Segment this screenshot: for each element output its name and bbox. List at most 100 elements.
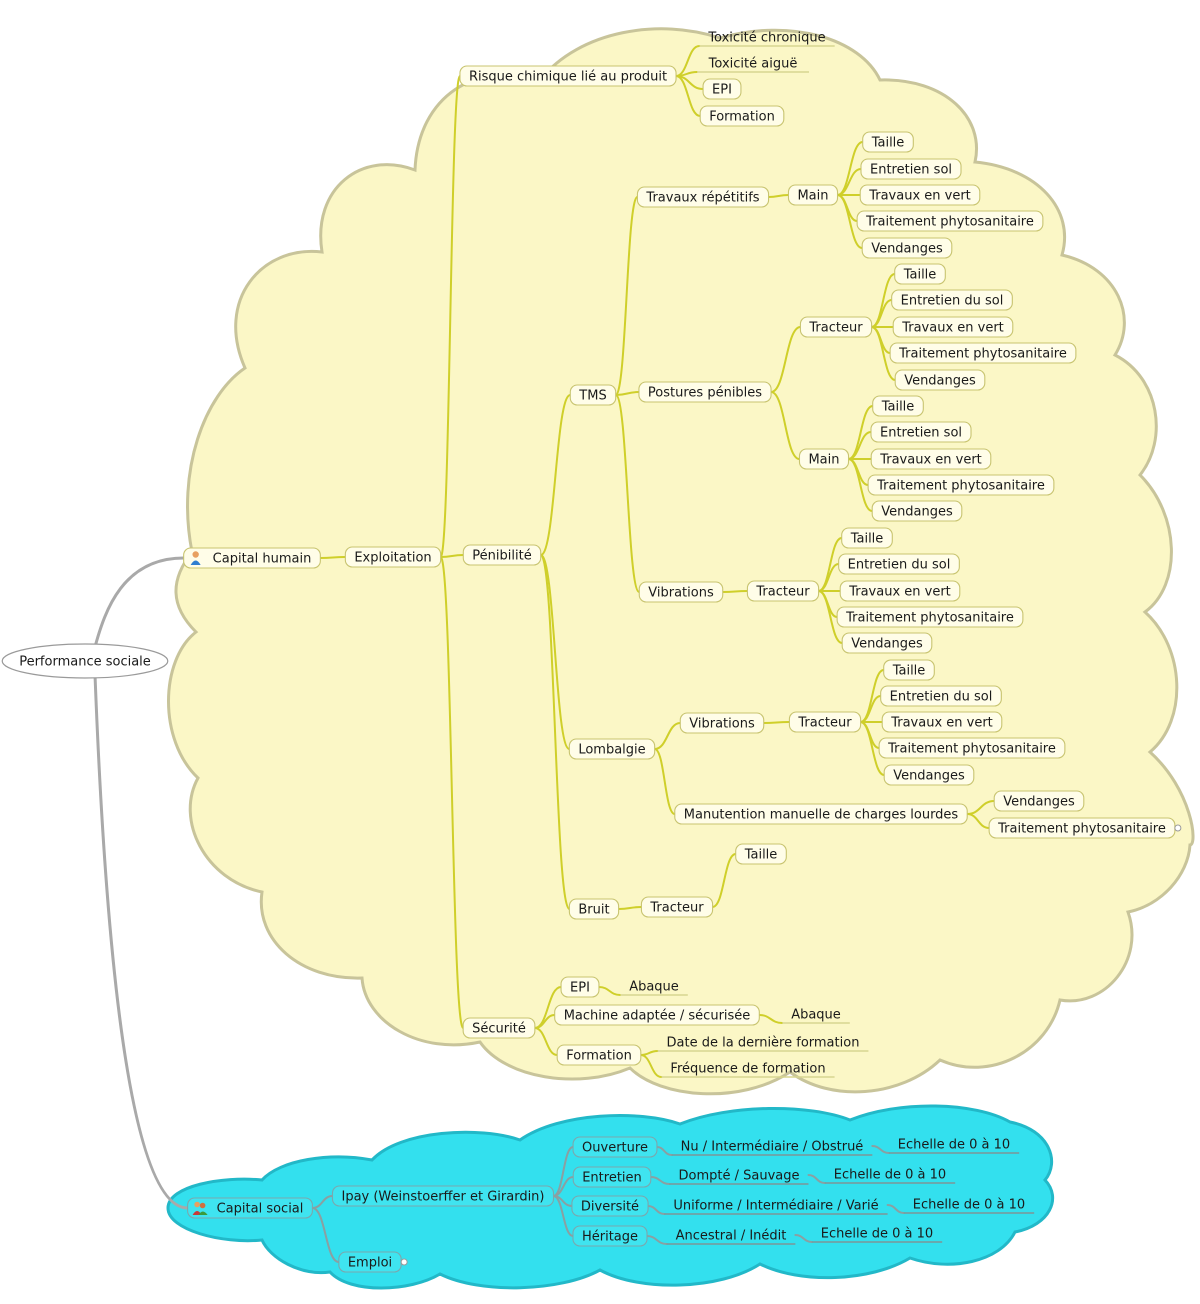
node-label: Taille <box>881 400 915 415</box>
node-epi[interactable]: EPI <box>702 78 742 100</box>
expand-toggle[interactable] <box>400 1258 408 1266</box>
node-travaux-repetitifs[interactable]: Travaux répétitifs <box>636 186 770 208</box>
node-traitement-phytosanitaire[interactable]: Traitement phytosanitaire <box>836 606 1024 628</box>
node-capital-social[interactable]: Capital social <box>187 1197 313 1219</box>
node-toxicite-aigue[interactable]: Toxicité aiguë <box>697 57 809 73</box>
node-diversite[interactable]: Diversité <box>571 1195 649 1217</box>
node-vendanges[interactable]: Vendanges <box>894 369 986 391</box>
node-box <box>331 1185 555 1207</box>
node-traitement-phytosanitaire[interactable]: Traitement phytosanitaire <box>988 817 1182 839</box>
node-label: Entretien du sol <box>901 294 1004 309</box>
node-bruit[interactable]: Bruit <box>568 898 620 920</box>
node-traitement-phytosanitaire[interactable]: Traitement phytosanitaire <box>878 737 1066 759</box>
node-entretien-du-sol[interactable]: Entretien du sol <box>838 553 960 575</box>
node-manutention-manuelle-de-charges-lourdes[interactable]: Manutention manuelle de charges lourdes <box>674 803 968 825</box>
node-traitement-phytosanitaire[interactable]: Traitement phytosanitaire <box>856 210 1044 232</box>
node-echelle-de-0-a-10[interactable]: Echelle de 0 à 10 <box>903 1198 1035 1214</box>
node-entretien-sol[interactable]: Entretien sol <box>870 421 972 443</box>
node-date-de-la-derniere-formation[interactable]: Date de la dernière formation <box>657 1036 869 1052</box>
node-taille[interactable]: Taille <box>872 395 924 417</box>
node-vendanges[interactable]: Vendanges <box>861 237 953 259</box>
branch-line <box>966 813 991 829</box>
branch-line <box>758 1014 784 1024</box>
node-taille[interactable]: Taille <box>735 843 787 865</box>
node-travaux-en-vert[interactable]: Travaux en vert <box>881 711 1003 733</box>
person-icon <box>190 551 201 565</box>
branch-line <box>614 196 639 396</box>
node-abaque[interactable]: Abaque <box>782 1008 850 1024</box>
node-label: Traitement phytosanitaire <box>898 347 1067 362</box>
node-box <box>838 553 960 575</box>
node-main[interactable]: Main <box>798 448 850 470</box>
node-tracteur[interactable]: Tracteur <box>746 580 820 602</box>
node-machine-adaptee-securisee[interactable]: Machine adaptée / sécurisée <box>554 1004 760 1026</box>
node-tracteur[interactable]: Tracteur <box>799 316 873 338</box>
node-tracteur[interactable]: Tracteur <box>640 896 714 918</box>
node-exploitation[interactable]: Exploitation <box>344 546 442 568</box>
expand-toggle[interactable] <box>1174 824 1182 832</box>
node-tms[interactable]: TMS <box>569 384 617 406</box>
node-frequence-de-formation[interactable]: Fréquence de formation <box>661 1062 835 1078</box>
node-ouverture[interactable]: Ouverture <box>572 1136 658 1158</box>
node-formation[interactable]: Formation <box>556 1044 642 1066</box>
node-entretien-sol[interactable]: Entretien sol <box>860 158 962 180</box>
node-echelle-de-0-a-10[interactable]: Echelle de 0 à 10 <box>824 1168 956 1184</box>
node-travaux-en-vert[interactable]: Travaux en vert <box>892 316 1014 338</box>
node-entretien[interactable]: Entretien <box>572 1166 652 1188</box>
node-echelle-de-0-a-10[interactable]: Echelle de 0 à 10 <box>888 1138 1020 1154</box>
node-label: Ancestral / Inédit <box>676 1229 787 1244</box>
node-ipay-weinstoerffer-et-girardin[interactable]: Ipay (Weinstoerffer et Girardin) <box>331 1185 555 1207</box>
node-main[interactable]: Main <box>787 184 839 206</box>
node-box <box>702 78 742 100</box>
node-abaque[interactable]: Abaque <box>620 980 688 996</box>
node-taille[interactable]: Taille <box>883 659 935 681</box>
node-capital-humain[interactable]: Capital humain <box>183 547 321 569</box>
node-tracteur[interactable]: Tracteur <box>788 711 862 733</box>
node-penibilite[interactable]: Pénibilité <box>462 544 542 566</box>
node-travaux-en-vert[interactable]: Travaux en vert <box>870 448 992 470</box>
branch-line <box>675 75 702 117</box>
node-label: Uniforme / Intermédiaire / Varié <box>673 1199 878 1214</box>
branch-line <box>319 556 347 559</box>
node-box <box>568 738 656 760</box>
node-epi[interactable]: EPI <box>560 976 600 998</box>
node-vibrations[interactable]: Vibrations <box>679 712 765 734</box>
node-nu-intermediaire-obstrue[interactable]: Nu / Intermédiaire / Obstrué <box>671 1140 873 1156</box>
node-lombalgie[interactable]: Lombalgie <box>568 738 656 760</box>
node-label: Travaux en vert <box>901 321 1004 336</box>
node-entretien-du-sol[interactable]: Entretien du sol <box>880 685 1002 707</box>
node-vendanges[interactable]: Vendanges <box>841 632 933 654</box>
node-vibrations[interactable]: Vibrations <box>638 581 724 603</box>
node-box <box>880 685 1002 707</box>
node-box <box>344 546 442 568</box>
node-vendanges[interactable]: Vendanges <box>883 764 975 786</box>
node-traitement-phytosanitaire[interactable]: Traitement phytosanitaire <box>867 474 1055 496</box>
node-postures-penibles[interactable]: Postures pénibles <box>638 381 772 403</box>
branch-line <box>770 326 802 393</box>
node-emploi[interactable]: Emploi <box>338 1251 408 1273</box>
node-echelle-de-0-a-10[interactable]: Echelle de 0 à 10 <box>811 1227 943 1243</box>
node-vendanges[interactable]: Vendanges <box>871 500 963 522</box>
node-heritage[interactable]: Héritage <box>572 1225 648 1247</box>
node-toxicite-chronique[interactable]: Toxicité chronique <box>699 31 835 47</box>
node-risque-chimique-lie-au-produit[interactable]: Risque chimique lié au produit <box>459 65 677 87</box>
node-vendanges[interactable]: Vendanges <box>993 790 1085 812</box>
node-securite[interactable]: Sécurité <box>462 1017 536 1039</box>
node-dompte-sauvage[interactable]: Dompté / Sauvage <box>669 1169 809 1185</box>
node-formation[interactable]: Formation <box>699 105 785 127</box>
node-box <box>459 65 677 87</box>
node-uniforme-intermediaire-varie[interactable]: Uniforme / Intermédiaire / Varié <box>664 1199 888 1215</box>
node-ancestral-inedit[interactable]: Ancestral / Inédit <box>666 1229 796 1245</box>
node-travaux-en-vert[interactable]: Travaux en vert <box>839 580 961 602</box>
node-traitement-phytosanitaire[interactable]: Traitement phytosanitaire <box>889 342 1077 364</box>
node-taille[interactable]: Taille <box>894 263 946 285</box>
node-entretien-du-sol[interactable]: Entretien du sol <box>891 289 1013 311</box>
node-box <box>870 421 972 443</box>
node-taille[interactable]: Taille <box>841 527 893 549</box>
node-performance-sociale[interactable]: Performance sociale <box>1 643 169 679</box>
node-label: Taille <box>850 532 884 547</box>
node-travaux-en-vert[interactable]: Travaux en vert <box>859 184 981 206</box>
node-taille[interactable]: Taille <box>862 131 914 153</box>
root-node-shape <box>1 643 169 679</box>
